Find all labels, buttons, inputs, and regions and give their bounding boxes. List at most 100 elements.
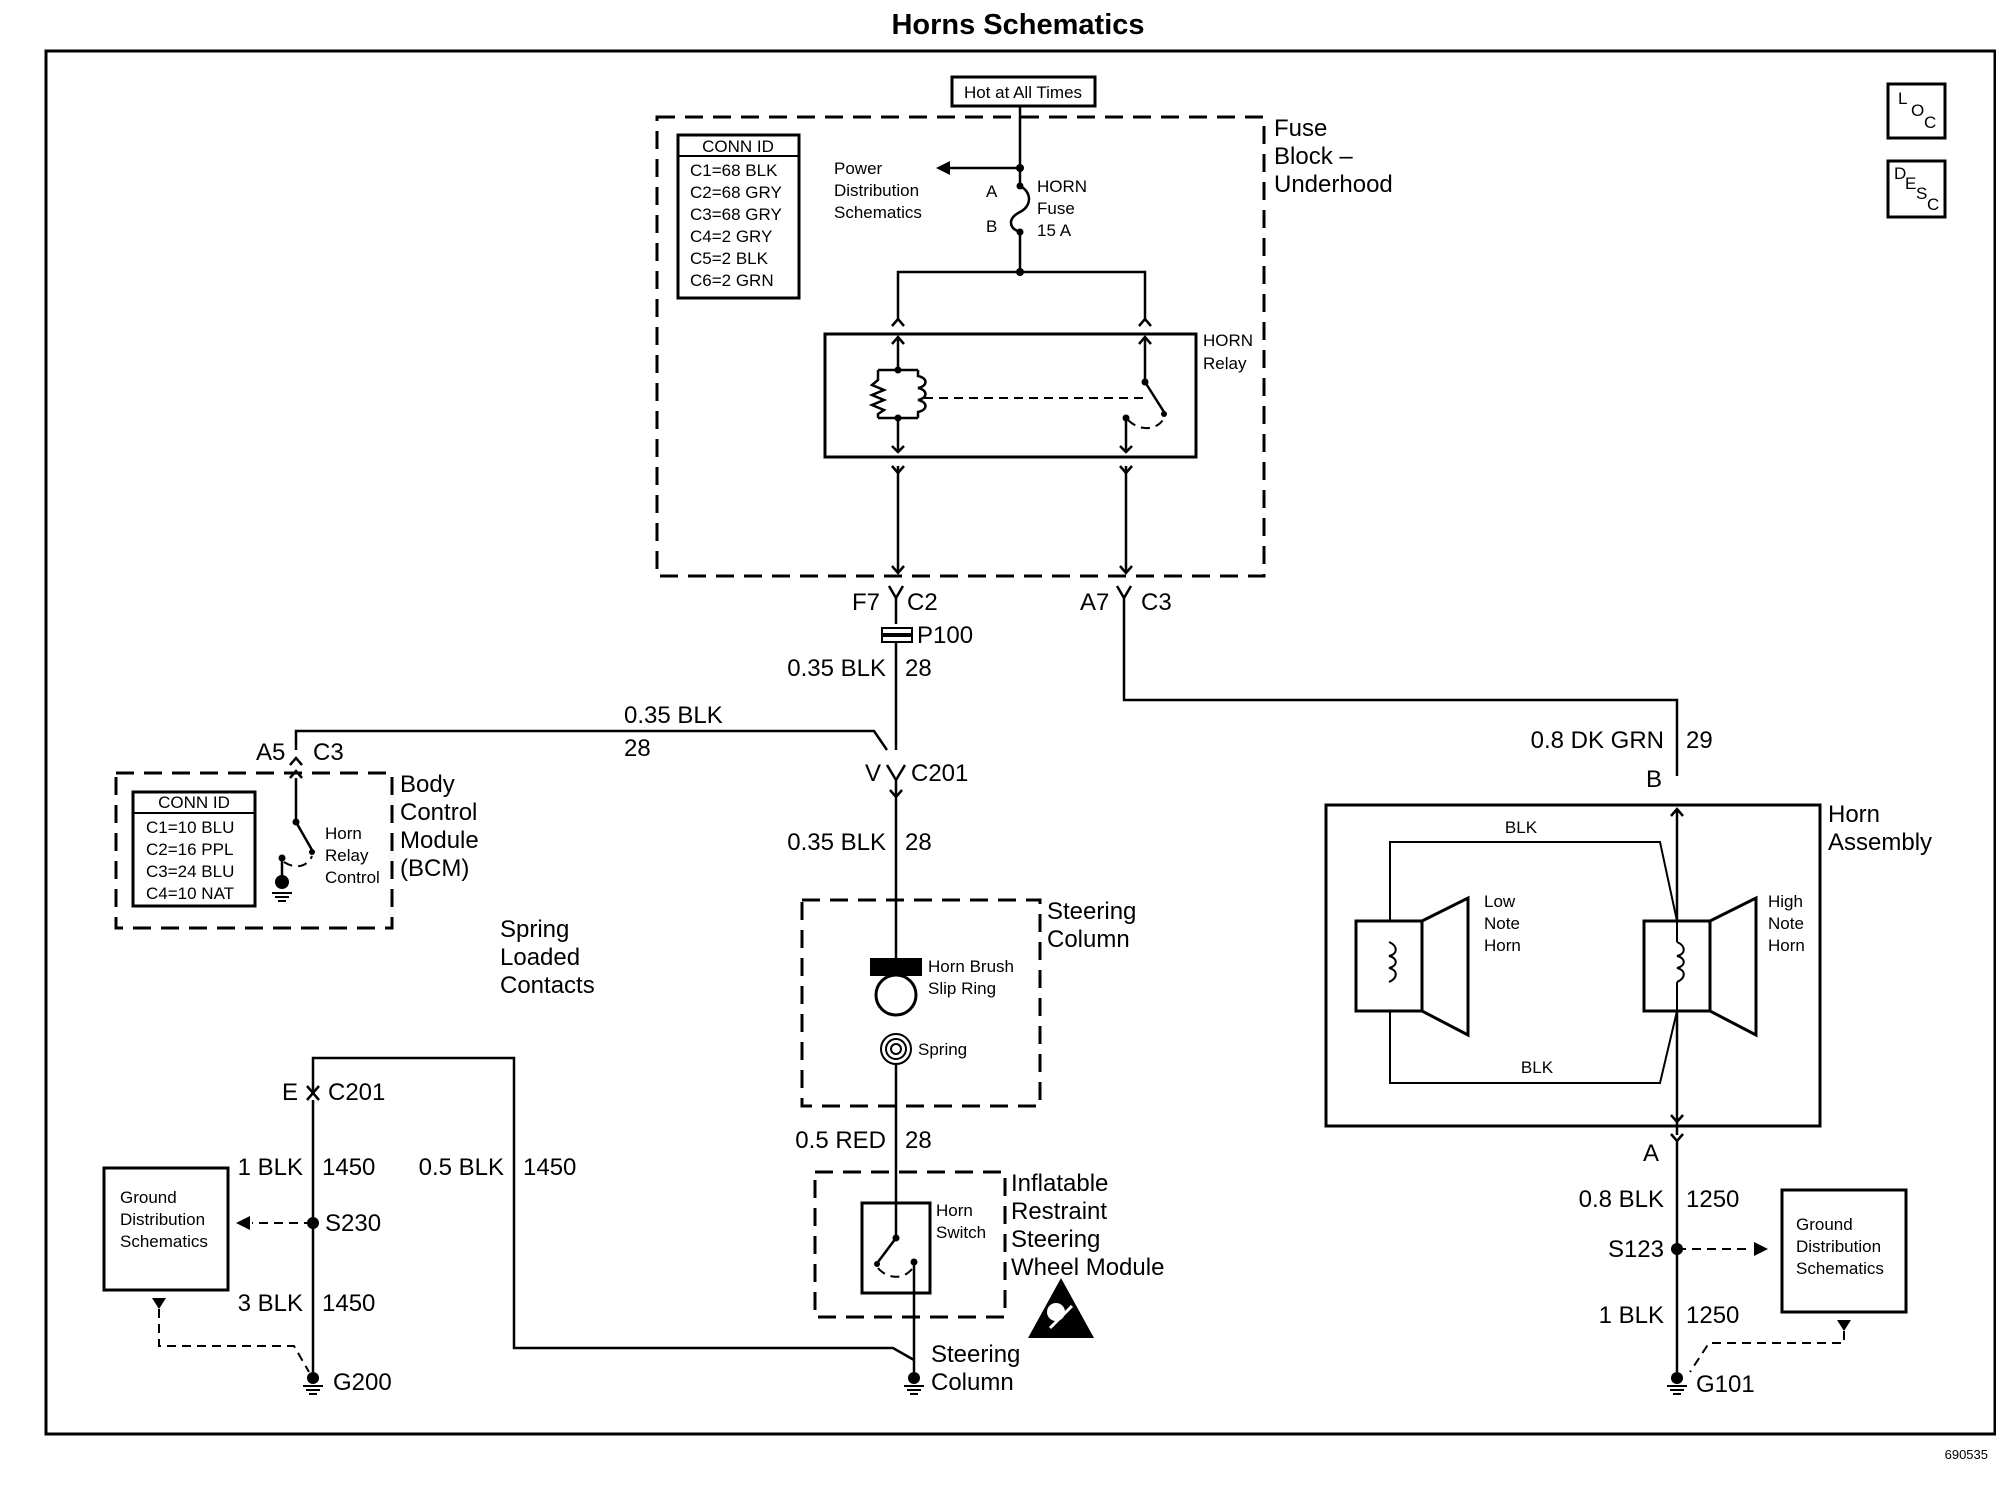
svg-text:Distribution: Distribution [834, 181, 919, 200]
slip-ring-icon [874, 973, 918, 1017]
wire-right-1blk-color: 1 BLK [1599, 1302, 1664, 1329]
svg-text:Control: Control [400, 799, 477, 826]
wire-right-1blk-circuit: 1250 [1686, 1302, 1739, 1329]
wire-main-red-circuit: 28 [905, 1127, 932, 1154]
svg-text:Note: Note [1768, 914, 1804, 933]
svg-text:Loaded: Loaded [500, 944, 580, 971]
svg-text:Schematics: Schematics [834, 203, 922, 222]
svg-text:Steering: Steering [1047, 898, 1136, 925]
wire-left-1blk-color: 1 BLK [238, 1154, 303, 1181]
svg-text:A5: A5 [256, 739, 285, 766]
fuse-block-conn-id-table: CONN ID C1=68 BLK C2=68 GRY C3=68 GRY C4… [676, 133, 801, 300]
svg-text:O: O [1911, 101, 1924, 120]
svg-text:Horn: Horn [1484, 936, 1521, 955]
wire-right-08blk-circuit: 1250 [1686, 1186, 1739, 1213]
svg-text:Assembly: Assembly [1828, 829, 1932, 856]
svg-text:Horn Brush: Horn Brush [928, 957, 1014, 976]
svg-text:C2: C2 [907, 589, 938, 616]
wire-horn-feed-circuit: 29 [1686, 727, 1713, 754]
c201-e-connector: E C201 [282, 1079, 385, 1106]
wire-horn-feed-color: 0.8 DK GRN [1531, 727, 1664, 754]
wire-right-08blk-color: 0.8 BLK [1579, 1186, 1664, 1213]
svg-text:Horn: Horn [1768, 936, 1805, 955]
diagram-frame [44, 49, 1996, 1436]
svg-text:C4=2 GRY: C4=2 GRY [690, 227, 772, 246]
horn-assembly: B Horn Assembly BLK BLK Low Note Horn Hi… [1324, 766, 1932, 1167]
svg-text:G101: G101 [1696, 1371, 1755, 1398]
svg-text:S123: S123 [1608, 1236, 1664, 1263]
ground-distribution-right-box[interactable]: Ground Distribution Schematics [1780, 1188, 1908, 1314]
wire-main-mid-color: 0.35 BLK [787, 829, 886, 856]
svg-text:Note: Note [1484, 914, 1520, 933]
high-note-horn-icon: High Note Horn [1642, 892, 1805, 1038]
svg-text:C: C [1924, 113, 1936, 132]
svg-text:BLK: BLK [1505, 818, 1538, 837]
svg-text:Column: Column [1047, 926, 1130, 953]
svg-text:CONN ID: CONN ID [158, 793, 230, 812]
airbag-warning-icon [1028, 1278, 1094, 1338]
svg-text:P100: P100 [917, 622, 973, 649]
svg-text:Relay: Relay [325, 846, 369, 865]
svg-text:L: L [1898, 89, 1907, 108]
svg-text:C5=2 BLK: C5=2 BLK [690, 249, 769, 268]
svg-text:15 A: 15 A [1037, 221, 1072, 240]
svg-text:A: A [986, 182, 998, 201]
svg-text:C3: C3 [313, 739, 344, 766]
horn-assembly-outline [1324, 803, 1822, 1128]
figure-number: 690535 [1945, 1447, 1988, 1462]
svg-text:C3=68 GRY: C3=68 GRY [690, 205, 782, 224]
svg-text:Distribution: Distribution [1796, 1237, 1881, 1256]
body-control-module: A5 C3 Horn Relay Control CONN ID C1=10 B… [114, 739, 479, 930]
fuse-block-name: Fuse [1274, 115, 1327, 142]
svg-text:C3=24 BLU: C3=24 BLU [146, 862, 234, 881]
svg-text:A: A [1643, 1140, 1659, 1167]
svg-text:Schematics: Schematics [1796, 1259, 1884, 1278]
wire-main-mid-circuit: 28 [905, 829, 932, 856]
svg-text:Control: Control [325, 868, 380, 887]
svg-text:V: V [865, 760, 881, 787]
ground-g200-icon: G200 [303, 1369, 392, 1396]
svg-text:Contacts: Contacts [500, 972, 595, 999]
splice-pack-p100: P100 [881, 622, 973, 649]
connector-c3-fuse-block: A7 C3 [1080, 585, 1172, 616]
svg-text:S: S [1916, 184, 1927, 203]
svg-text:HORN: HORN [1037, 177, 1087, 196]
low-note-horn-icon: Low Note Horn [1354, 892, 1521, 1038]
svg-text:F7: F7 [852, 589, 880, 616]
svg-text:Spring: Spring [918, 1040, 967, 1059]
svg-text:C3: C3 [1141, 589, 1172, 616]
desc-icon[interactable]: D E S C [1886, 159, 1947, 219]
clock-spring-icon [880, 1033, 912, 1065]
svg-text:C6=2 GRN: C6=2 GRN [690, 271, 774, 290]
svg-text:Steering: Steering [931, 1341, 1020, 1368]
wire-main-red-color: 0.5 RED [795, 1127, 886, 1154]
svg-text:Low: Low [1484, 892, 1516, 911]
svg-text:D: D [1894, 164, 1906, 183]
horn-brush-icon [870, 958, 922, 976]
diagram-title: Horns Schematics [891, 9, 1144, 41]
svg-text:S230: S230 [325, 1210, 381, 1237]
horn-fuse: A B HORN Fuse 15 A [986, 168, 1087, 272]
connector-c2: F7 C2 [852, 585, 938, 616]
wire-left-1blk-circuit: 1450 [322, 1154, 375, 1181]
wire-main-top-circuit: 28 [905, 655, 932, 682]
svg-text:Horn: Horn [325, 824, 362, 843]
svg-text:High: High [1768, 892, 1803, 911]
svg-text:C4=10 NAT: C4=10 NAT [146, 884, 234, 903]
ground-distribution-left-box[interactable]: Ground Distribution Schematics [102, 1166, 230, 1292]
spring-loaded-contacts-label: Spring Loaded Contacts [500, 916, 595, 999]
svg-text:C1=68 BLK: C1=68 BLK [690, 161, 778, 180]
svg-text:Slip Ring: Slip Ring [928, 979, 996, 998]
svg-text:E: E [282, 1079, 298, 1106]
svg-text:C201: C201 [911, 760, 968, 787]
svg-text:E: E [1905, 174, 1916, 193]
loc-icon[interactable]: L O C [1886, 82, 1947, 140]
wire-bcm-branch-color: 0.35 BLK [624, 702, 723, 729]
fuse-block-underhood: Hot at All Times Fuse Block – Underhood … [655, 75, 1393, 578]
svg-text:Module: Module [400, 827, 479, 854]
bcm-conn-id-table: CONN ID C1=10 BLU C2=16 PPL C3=24 BLU C4… [131, 790, 257, 908]
svg-text:Steering: Steering [1011, 1226, 1100, 1253]
ground-distribution-left-arrow-icon [236, 1216, 250, 1230]
svg-text:Inflatable: Inflatable [1011, 1170, 1108, 1197]
